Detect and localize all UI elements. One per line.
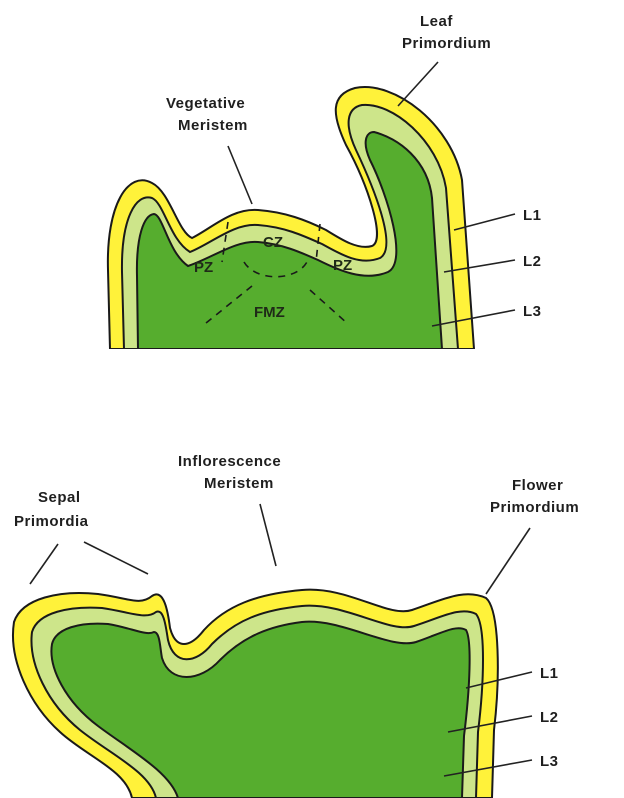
pz-right-label: PZ	[333, 257, 352, 274]
flower-primordium-label-line2: Primordium	[490, 499, 579, 516]
inflorescence-meristem-leader	[260, 504, 276, 566]
inf-l2-label: L2	[540, 709, 559, 726]
vegetative-meristem-label-line1: Vegetative	[166, 95, 245, 112]
sepal-primordia-leader-right	[84, 542, 148, 574]
inf-l1-label: L1	[540, 665, 559, 682]
inflorescence-meristem-label-line1: Inflorescence	[178, 453, 281, 470]
sepal-primordia-leader-left	[30, 544, 58, 584]
sepal-primordia-label-line1: Sepal	[38, 489, 81, 506]
vegetative-meristem-label-line2: Meristem	[178, 117, 248, 134]
vegetative-meristem-shape	[108, 87, 474, 349]
vegetative-meristem-leader	[228, 146, 252, 204]
fmz-label: FMZ	[254, 304, 285, 321]
leaf-primordium-label-line1: Leaf	[420, 13, 453, 30]
leaf-primordium-leader	[398, 62, 438, 106]
flower-primordium-leader	[486, 528, 530, 594]
veg-l1-label: L1	[523, 207, 542, 224]
flower-primordium-label-line1: Flower	[512, 477, 563, 494]
inflorescence-meristem-label-line2: Meristem	[204, 475, 274, 492]
leaf-primordium-label-line2: Primordium	[402, 35, 491, 52]
pz-left-label: PZ	[194, 259, 213, 276]
veg-l3-label: L3	[523, 303, 542, 320]
veg-l2-label: L2	[523, 253, 542, 270]
cz-label: CZ	[263, 234, 283, 251]
sepal-primordia-label-line2: Primordia	[14, 513, 89, 530]
inflorescence-meristem-shape	[13, 590, 498, 798]
inf-l3-label: L3	[540, 753, 559, 770]
